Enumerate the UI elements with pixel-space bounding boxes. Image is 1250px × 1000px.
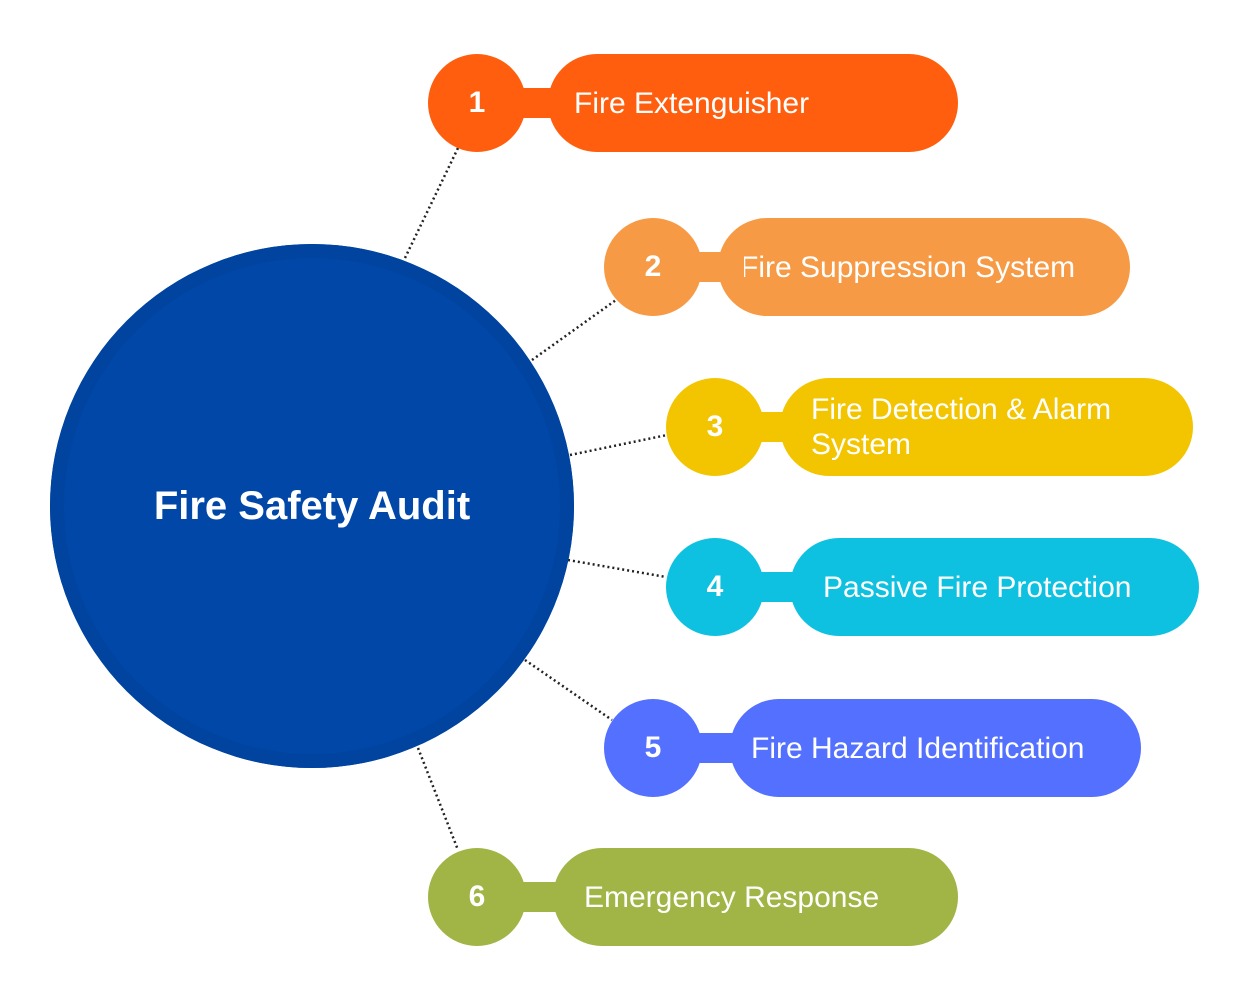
item-number: 5 [604,699,702,797]
item-label: Emergency Response [553,848,958,946]
item-label: Passive Fire Protection [790,538,1199,636]
item-number: 1 [428,54,526,152]
connector-2 [531,298,617,362]
item-number: 2 [604,218,702,316]
item-label: Fire Suppression System [718,218,1130,316]
center-circle: Fire Safety Audit [50,244,574,768]
center-label: Fire Safety Audit [153,483,471,528]
connector-4 [567,558,667,579]
item-label: Fire Hazard Identification [730,699,1141,797]
connector-1 [403,147,460,259]
item-number: 6 [428,848,526,946]
item-label: Fire Extenguisher [548,54,958,152]
item-number: 3 [666,378,764,476]
connector-3 [569,433,668,457]
item-number: 4 [666,538,764,636]
connector-6 [416,747,460,851]
item-label: Fire Detection & Alarm System [780,378,1193,476]
connector-5 [524,658,613,722]
